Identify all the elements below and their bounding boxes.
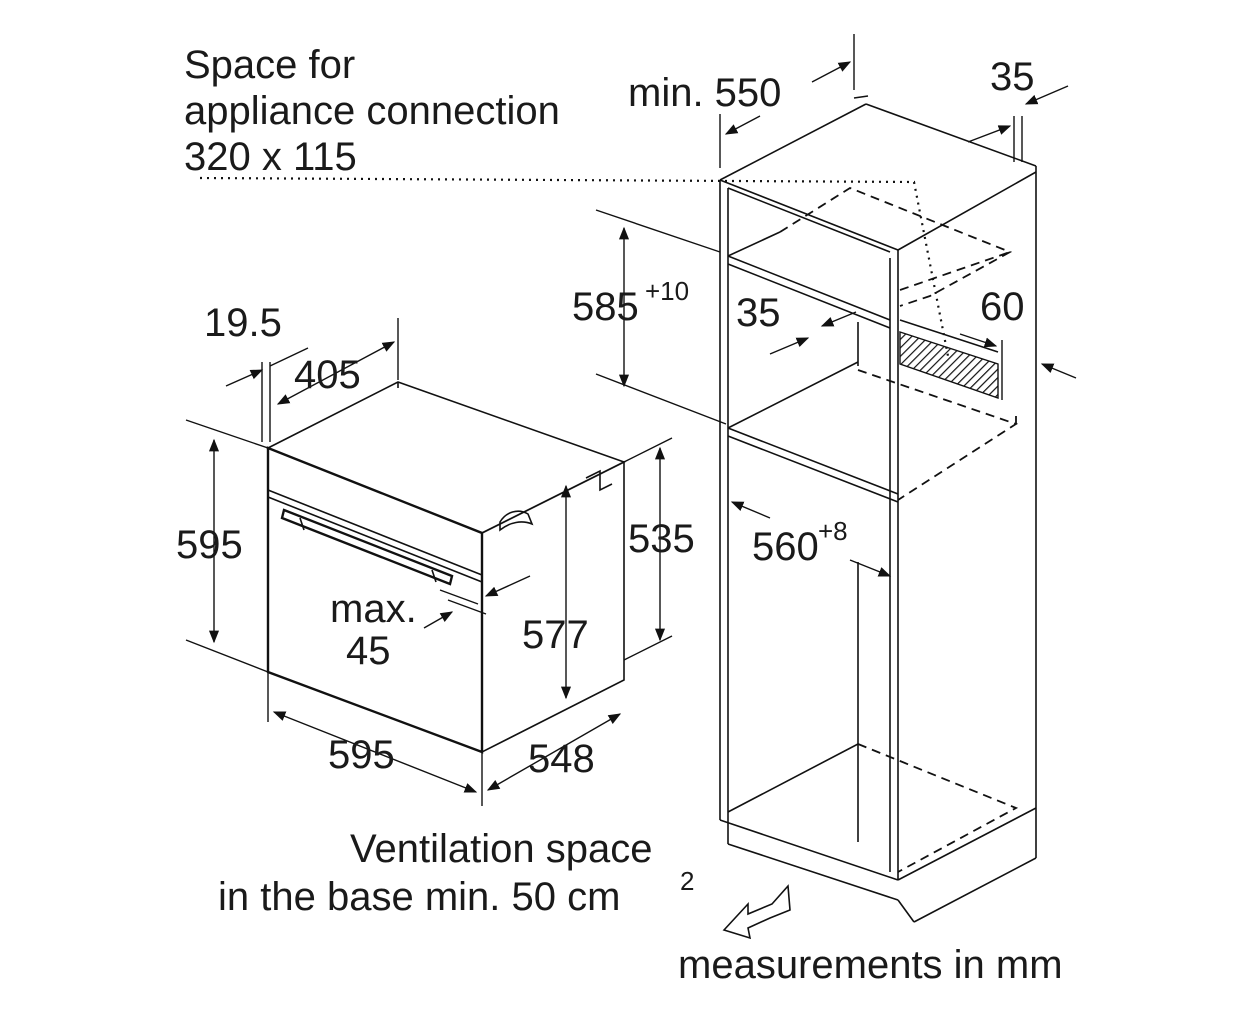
ventilation-label-line1: Ventilation space <box>350 827 652 871</box>
label-60: 60 <box>980 285 1025 329</box>
label-35-mid: 35 <box>736 291 781 335</box>
label-405: 405 <box>294 353 361 397</box>
airflow-arrow-icon <box>722 884 791 940</box>
dim-line-405 <box>276 341 396 405</box>
oven-handle <box>280 508 454 586</box>
label-560: 560 <box>752 525 819 569</box>
label-35-top: 35 <box>990 55 1035 99</box>
label-560-tolerance: +8 <box>818 516 848 546</box>
oven-dimensions <box>185 318 673 806</box>
connection-dotted-line <box>199 176 950 357</box>
label-585-tolerance: +10 <box>645 276 689 306</box>
dim-line-548 <box>486 713 622 791</box>
label-595-width: 595 <box>328 733 395 777</box>
cabinet-drawing <box>719 95 1037 923</box>
ventilation-label-sup: 2 <box>680 866 694 896</box>
connection-label-line1: Space for <box>184 43 355 87</box>
ventilation-label-line2: in the base min. 50 cm <box>218 875 620 919</box>
label-min-550: min. 550 <box>628 71 781 115</box>
oven-side-face <box>481 460 625 754</box>
label-max: max. <box>330 587 417 631</box>
label-585: 585 <box>572 285 639 329</box>
cabinet-hidden-lines <box>779 186 1019 873</box>
oven-drawing <box>266 381 627 754</box>
connection-label-line2: appliance connection <box>184 89 560 133</box>
connection-label-line3: 320 x 115 <box>184 135 357 179</box>
oven-panel-line <box>267 489 483 576</box>
label-19-5: 19.5 <box>204 301 282 345</box>
label-548: 548 <box>528 737 595 781</box>
cabinet-dimensions <box>595 34 1077 577</box>
label-max-45: 45 <box>346 629 391 673</box>
label-595-height: 595 <box>176 523 243 567</box>
connection-box <box>899 331 999 399</box>
label-535: 535 <box>628 517 695 561</box>
label-577: 577 <box>522 613 589 657</box>
dim-line-595-width <box>272 711 478 793</box>
units-note: measurements in mm <box>678 943 1063 987</box>
oven-rear-vent <box>499 510 534 532</box>
